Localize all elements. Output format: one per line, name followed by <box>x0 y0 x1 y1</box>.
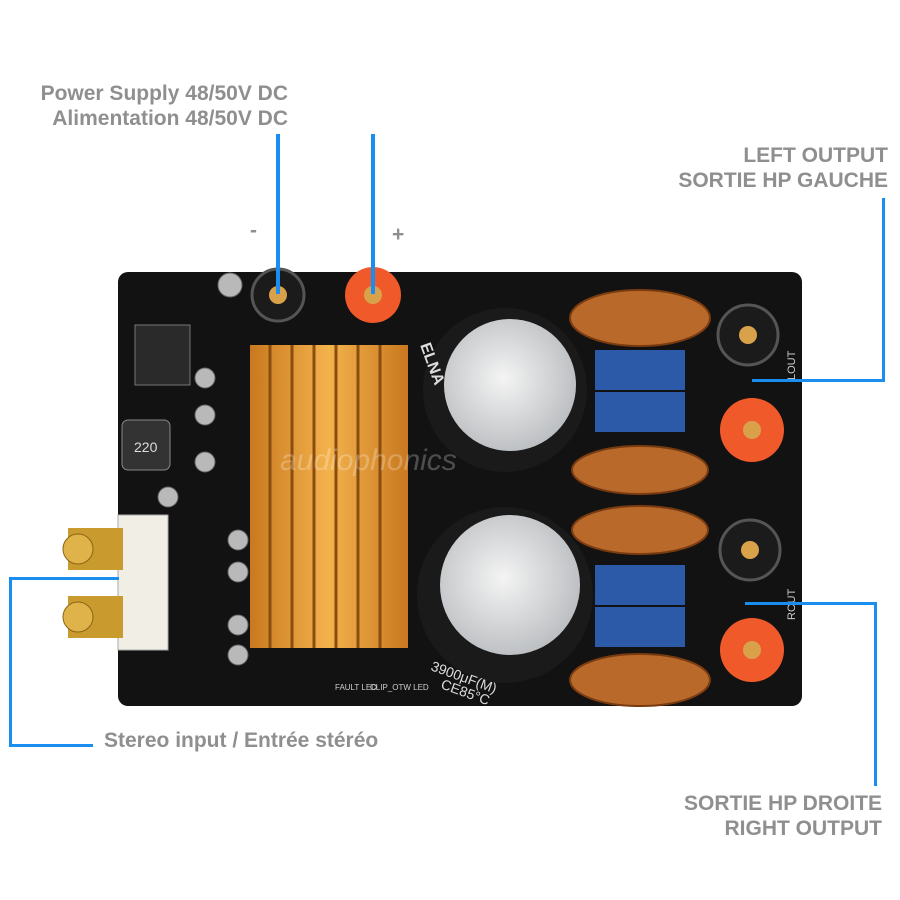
left-output-label: LEFT OUTPUT SORTIE HP GAUCHE <box>678 143 888 193</box>
small-capacitors <box>157 272 249 666</box>
inductor-label: 220 <box>134 439 158 455</box>
inductor <box>121 419 171 471</box>
left-output-label-fr: SORTIE HP GAUCHE <box>678 169 888 192</box>
minus-label: - <box>250 219 257 242</box>
callout-line-left-output-h <box>752 379 885 382</box>
rca-jacks <box>62 528 123 638</box>
regulator-chip <box>134 324 191 386</box>
toroid-coils <box>569 289 711 707</box>
right-output-label-en: RIGHT OUTPUT <box>724 817 883 840</box>
left-output-label-en: LEFT OUTPUT <box>743 144 888 167</box>
fault-led-label: FAULT LED <box>335 683 377 692</box>
callout-line-positive <box>371 134 375 294</box>
heatsink-fins <box>268 345 382 648</box>
lout-label: LOUT <box>786 350 798 380</box>
callout-line-input-bottom <box>9 744 93 747</box>
callout-line-right-output-v <box>874 602 877 786</box>
watermark: audiophonics <box>280 444 457 477</box>
right-output-label-fr: SORTIE HP DROITE <box>684 792 882 815</box>
power-supply-label: Power Supply 48/50V DC Alimentation 48/5… <box>6 81 288 131</box>
stereo-input-label: Stereo input / Entrée stéréo <box>104 729 379 752</box>
callout-line-input-top <box>9 577 119 580</box>
callout-line-left-output-v <box>882 198 885 382</box>
relays <box>595 350 685 647</box>
power-supply-label-en: Power Supply 48/50V DC <box>40 82 288 105</box>
callout-line-right-output-h <box>745 602 877 605</box>
clip-led-label: CLIP_OTW LED <box>370 683 429 692</box>
plus-label: + <box>392 223 405 246</box>
rca-input-block <box>117 514 169 651</box>
callout-line-negative <box>276 134 280 294</box>
heatsink <box>250 345 408 648</box>
callout-line-input-v <box>9 577 12 747</box>
power-supply-label-fr: Alimentation 48/50V DC <box>52 107 288 130</box>
right-output-label: SORTIE HP DROITE RIGHT OUTPUT <box>684 791 882 841</box>
